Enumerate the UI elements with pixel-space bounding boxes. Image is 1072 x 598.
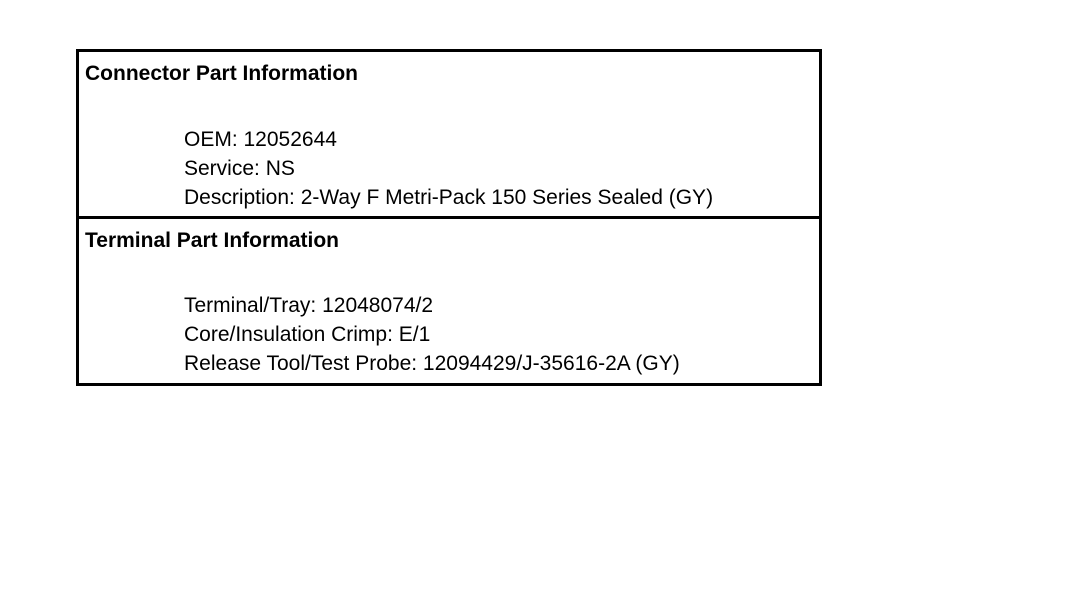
connector-section-title: Connector Part Information xyxy=(85,62,359,85)
terminal-section-title: Terminal Part Information xyxy=(85,229,339,252)
connector-part-information-section: Connector Part Information OEM: 12052644… xyxy=(79,52,819,219)
connector-service-line: Service: NS xyxy=(184,157,295,180)
part-information-table: Connector Part Information OEM: 12052644… xyxy=(76,49,822,386)
connector-oem-line: OEM: 12052644 xyxy=(184,128,337,151)
terminal-release-tool-line: Release Tool/Test Probe: 12094429/J-3561… xyxy=(184,352,680,375)
terminal-crimp-line: Core/Insulation Crimp: E/1 xyxy=(184,323,431,346)
connector-description-line: Description: 2-Way F Metri-Pack 150 Seri… xyxy=(184,186,714,209)
terminal-part-information-section: Terminal Part Information Terminal/Tray:… xyxy=(79,219,819,383)
terminal-tray-line: Terminal/Tray: 12048074/2 xyxy=(184,294,434,317)
